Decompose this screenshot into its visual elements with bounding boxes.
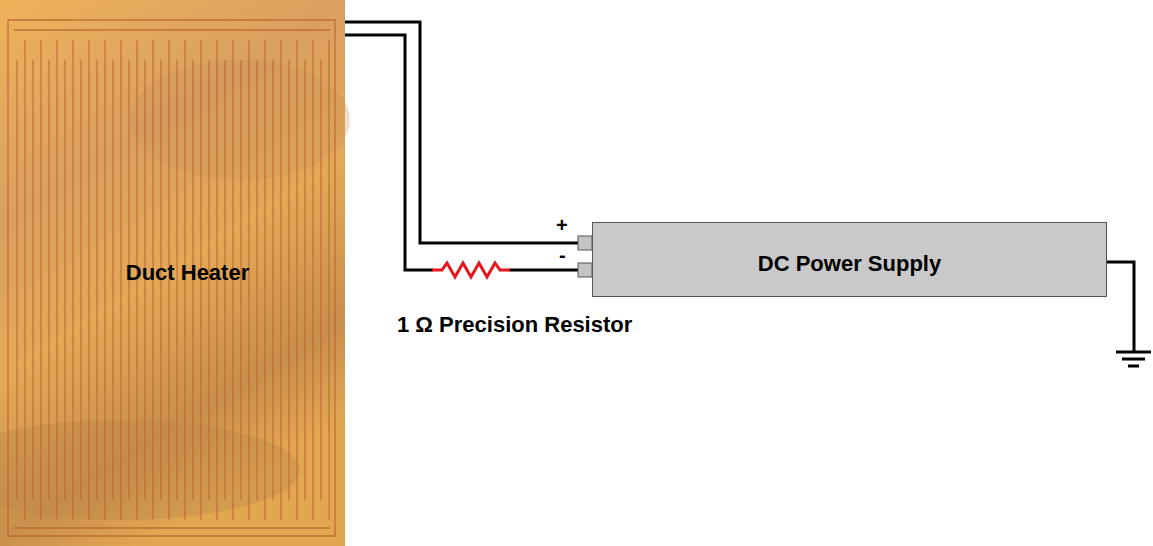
terminal-polarity: +: [556, 213, 568, 237]
node-title: DC Power Supply: [758, 251, 941, 277]
terminal-minus: [578, 263, 592, 277]
terminal-polarity: -: [559, 243, 566, 267]
component-label: 1 Ω Precision Resistor: [397, 312, 632, 338]
ground-symbol: [1116, 352, 1151, 366]
wire: [345, 22, 592, 243]
wire: [345, 35, 592, 270]
resistor-gap: [433, 260, 509, 280]
ground-wire: [1107, 262, 1134, 351]
resistor-symbol: [432, 263, 510, 277]
node-title: Duct Heater: [126, 260, 249, 286]
heater-traces: [14, 30, 332, 530]
power-supply-box: DC Power Supply: [592, 222, 1107, 297]
heater-panel: Duct Heater: [0, 0, 345, 546]
terminal-plus: [578, 236, 592, 250]
heater-film: [0, 0, 345, 546]
